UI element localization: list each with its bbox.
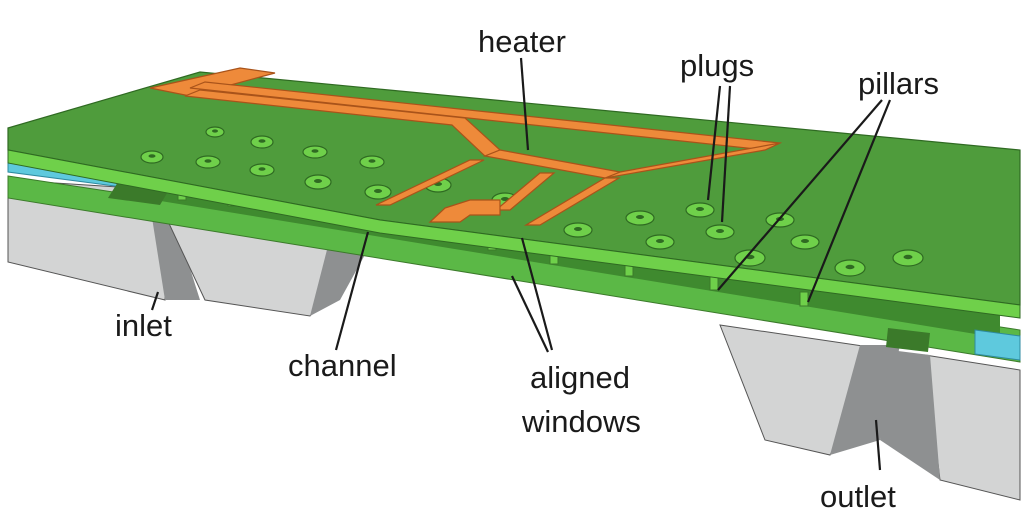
- heater-leader: [519, 57, 530, 151]
- water-outlet: [974, 329, 1021, 361]
- plugs-leader-1: [706, 85, 722, 201]
- membrane-front-edge: [7, 149, 1021, 319]
- outlet-port: [886, 328, 930, 352]
- heater-loop: [428, 199, 501, 223]
- pillar: [799, 291, 809, 307]
- heater-finger-1: [375, 159, 485, 206]
- aligned-windows-leader-1: [511, 275, 549, 353]
- plugs-leader-2: [720, 85, 732, 223]
- label-aligned: aligned: [530, 360, 630, 395]
- outlet-leader: [874, 419, 882, 471]
- labels: heater plugs pillars inlet channel align…: [115, 24, 939, 514]
- heater-traces: [149, 67, 783, 226]
- pillars-leader-2: [806, 99, 892, 303]
- label-inlet: inlet: [115, 308, 172, 343]
- label-channel: channel: [288, 348, 397, 383]
- pillars-leader-1: [717, 99, 883, 291]
- channel-leader: [334, 231, 370, 351]
- label-windows: windows: [521, 404, 641, 439]
- label-pillars: pillars: [858, 66, 939, 101]
- heater-center: [482, 149, 623, 179]
- substrate-right: [719, 324, 1021, 501]
- aligned-windows-leader-2: [520, 237, 554, 351]
- heater-pad: [149, 67, 276, 97]
- label-plugs: plugs: [680, 48, 754, 83]
- label-outlet: outlet: [820, 479, 896, 514]
- label-heater: heater: [478, 24, 566, 59]
- heater-finger-3: [523, 177, 622, 226]
- inlet-leader: [150, 291, 160, 311]
- leader-lines: [150, 57, 892, 471]
- heater-finger-2: [494, 172, 556, 211]
